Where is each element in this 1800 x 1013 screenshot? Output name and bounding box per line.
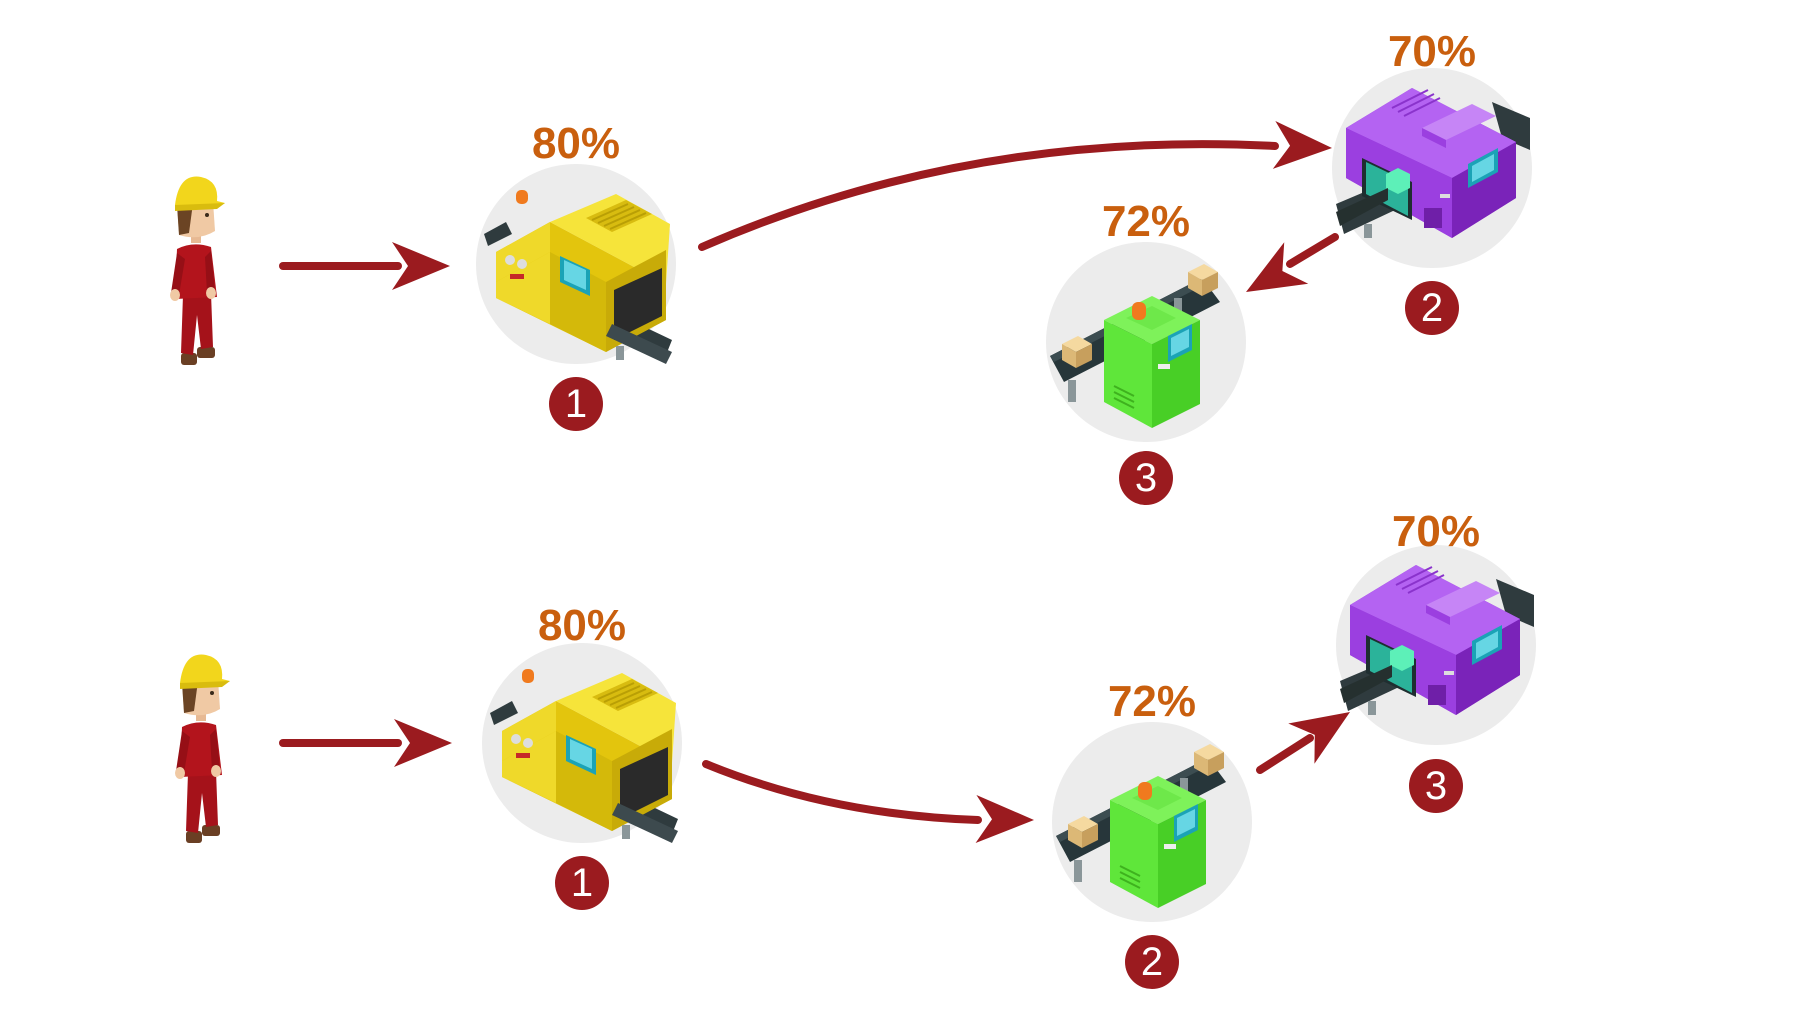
percent-label: 70% <box>1387 27 1477 76</box>
arrow-icon <box>702 760 1035 844</box>
purple-machine-icon <box>1331 67 1533 269</box>
step-number-badge: 1 <box>555 856 609 910</box>
worker-icon <box>170 176 225 365</box>
worker-icon <box>175 654 230 843</box>
yellow-machine-icon <box>481 642 683 844</box>
arrow-icon <box>279 242 450 290</box>
step-number-badge: 1 <box>549 377 603 431</box>
arrow-icon <box>698 120 1334 251</box>
arrow-icon <box>1256 691 1364 774</box>
percent-label: 70% <box>1391 507 1481 556</box>
purple-machine-icon <box>1335 544 1537 746</box>
arrow-icon <box>1234 233 1339 313</box>
percent-label: 72% <box>1101 197 1191 246</box>
green-machine-icon <box>1051 721 1253 923</box>
step-number-badge: 2 <box>1405 281 1459 335</box>
yellow-machine-icon <box>475 163 677 365</box>
arrow-icon <box>279 719 452 767</box>
percent-label: 80% <box>531 119 621 168</box>
green-machine-icon <box>1045 241 1247 443</box>
step-number-badge: 3 <box>1119 451 1173 505</box>
percent-label: 80% <box>537 601 627 650</box>
step-number-badge: 2 <box>1125 935 1179 989</box>
top-sequence <box>170 67 1533 443</box>
bottom-sequence <box>175 544 1537 923</box>
step-number-badge: 3 <box>1409 759 1463 813</box>
percent-label: 72% <box>1107 677 1197 726</box>
